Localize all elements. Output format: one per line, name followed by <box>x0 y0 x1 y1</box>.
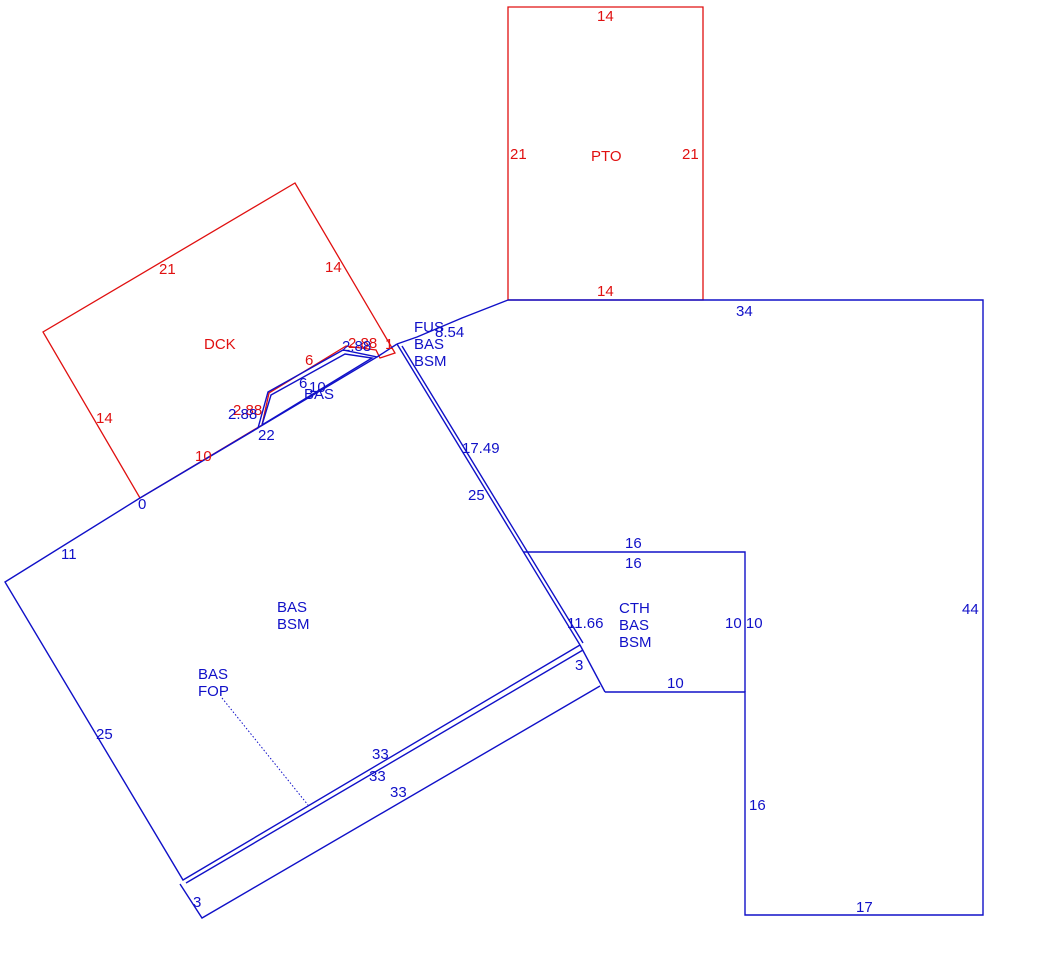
dim-25-east: 25 <box>468 487 485 504</box>
cth-dim-10-10: 10 10 <box>725 615 763 632</box>
dim-3-west: 3 <box>193 894 201 911</box>
cth-dim-11-66: 11.66 <box>567 615 603 632</box>
dck-dim-288-upper: 2.88 <box>348 335 377 352</box>
porch-strip <box>179 685 601 919</box>
cth-dim-16-inner: 16 <box>625 555 642 572</box>
fus-label-bas: BAS <box>414 336 444 353</box>
fop-leader <box>221 697 309 806</box>
dim-33-c: 33 <box>390 784 407 801</box>
pto-dim-bottom: 14 <box>597 283 614 300</box>
dck-outline <box>42 182 396 499</box>
fop-label-fop: FOP <box>198 683 229 700</box>
fus-label-fus: FUS <box>414 319 444 336</box>
fus-label-bsm: BSM <box>414 353 447 370</box>
bas-bumpout-link <box>376 343 398 358</box>
main-label-bas: BAS <box>277 599 307 616</box>
dim-11: 11 <box>61 546 77 563</box>
right-dim-44: 44 <box>962 601 979 618</box>
bas-dim-22: 22 <box>258 427 275 444</box>
fop-label-bas: BAS <box>198 666 228 683</box>
cth-label-bsm: BSM <box>619 634 652 651</box>
bas-bumpout-outline <box>139 349 379 499</box>
main-south-inner <box>185 649 584 884</box>
dck-dim-left: 14 <box>96 410 113 427</box>
cth-dim-10-bottom: 10 <box>667 675 684 692</box>
dck-dim-6: 6 <box>305 352 313 369</box>
dim-3-east: 3 <box>575 657 583 674</box>
dck-dim-top: 21 <box>159 261 176 278</box>
dck-dim-288-lower: 2.88 <box>233 402 262 419</box>
bas-bumpout-label: BAS <box>304 386 334 403</box>
fus-dim-854: 8.54 <box>435 324 464 341</box>
bas-dim-288-lower: 2.88 <box>228 406 257 423</box>
right-dim-34: 34 <box>736 303 753 320</box>
dck-dim-right: 14 <box>325 259 342 276</box>
main-house-outline <box>4 497 581 881</box>
bas-dim-288-upper: 2.88 <box>342 338 371 355</box>
main-east-wall <box>396 343 581 646</box>
dim-25-west: 25 <box>96 726 113 743</box>
dim-33-b: 33 <box>369 768 386 785</box>
pto-dim-left: 21 <box>510 146 527 163</box>
dck-dim-1: 1 <box>385 336 393 353</box>
pto-dim-right: 21 <box>682 146 699 163</box>
bas-dim-10: 10 <box>309 379 326 396</box>
cth-diagonal <box>579 644 606 693</box>
right-building-outline <box>508 299 984 916</box>
bas-dim-6: 6 <box>299 375 307 392</box>
bas-bumpout-inner <box>261 353 375 426</box>
dck-dim-10: 10 <box>195 448 212 465</box>
pto-dim-top: 14 <box>597 8 614 25</box>
pto-label: PTO <box>591 148 622 165</box>
dck-label: DCK <box>204 336 236 353</box>
right-dim-16: 16 <box>749 797 766 814</box>
dim-17-49: 17.49 <box>462 440 500 457</box>
fus-outline <box>396 299 509 345</box>
cth-outline <box>523 551 746 692</box>
main-label-bsm: BSM <box>277 616 310 633</box>
cth-label-cth: CTH <box>619 600 650 617</box>
main-east-wall-inner <box>401 345 584 644</box>
cth-dim-16-top: 16 <box>625 535 642 552</box>
right-dim-17: 17 <box>856 899 873 916</box>
cth-label-bas: BAS <box>619 617 649 634</box>
dck-dim-0: 0 <box>138 496 146 513</box>
dim-33-a: 33 <box>372 746 389 763</box>
